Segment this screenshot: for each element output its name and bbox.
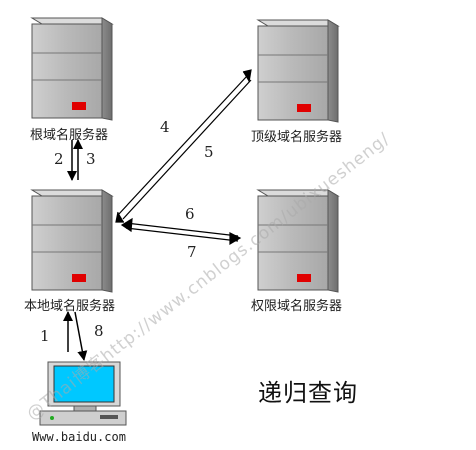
step-1-label: 1 <box>40 327 50 345</box>
step-3-label: 3 <box>86 150 96 168</box>
step-5-label: 5 <box>204 143 214 161</box>
tld-server-label: 顶级域名服务器 <box>251 130 343 145</box>
arrow-4-5 <box>115 69 252 223</box>
local-server-label: 本地域名服务器 <box>24 299 116 314</box>
authoritative-server-label: 权限域名服务器 <box>251 299 343 314</box>
arrow-2-3 <box>67 139 83 181</box>
arrow-6-7 <box>120 217 242 246</box>
step-6-label: 6 <box>185 205 195 223</box>
arrow-1-8 <box>63 311 88 361</box>
tld-server-icon <box>256 19 340 123</box>
client-computer-icon <box>39 361 127 426</box>
step-4-label: 4 <box>160 118 170 136</box>
root-server-label: 根域名服务器 <box>30 128 109 143</box>
recursive-query-caption: 递归查询 <box>258 379 358 407</box>
root-server-icon <box>30 17 114 121</box>
step-7-label: 7 <box>187 243 197 261</box>
client-label: Www.baidu.com <box>32 430 126 444</box>
local-server-icon <box>30 189 114 293</box>
step-8-label: 8 <box>94 322 104 340</box>
step-2-label: 2 <box>54 150 64 168</box>
authoritative-server-icon <box>256 189 340 293</box>
